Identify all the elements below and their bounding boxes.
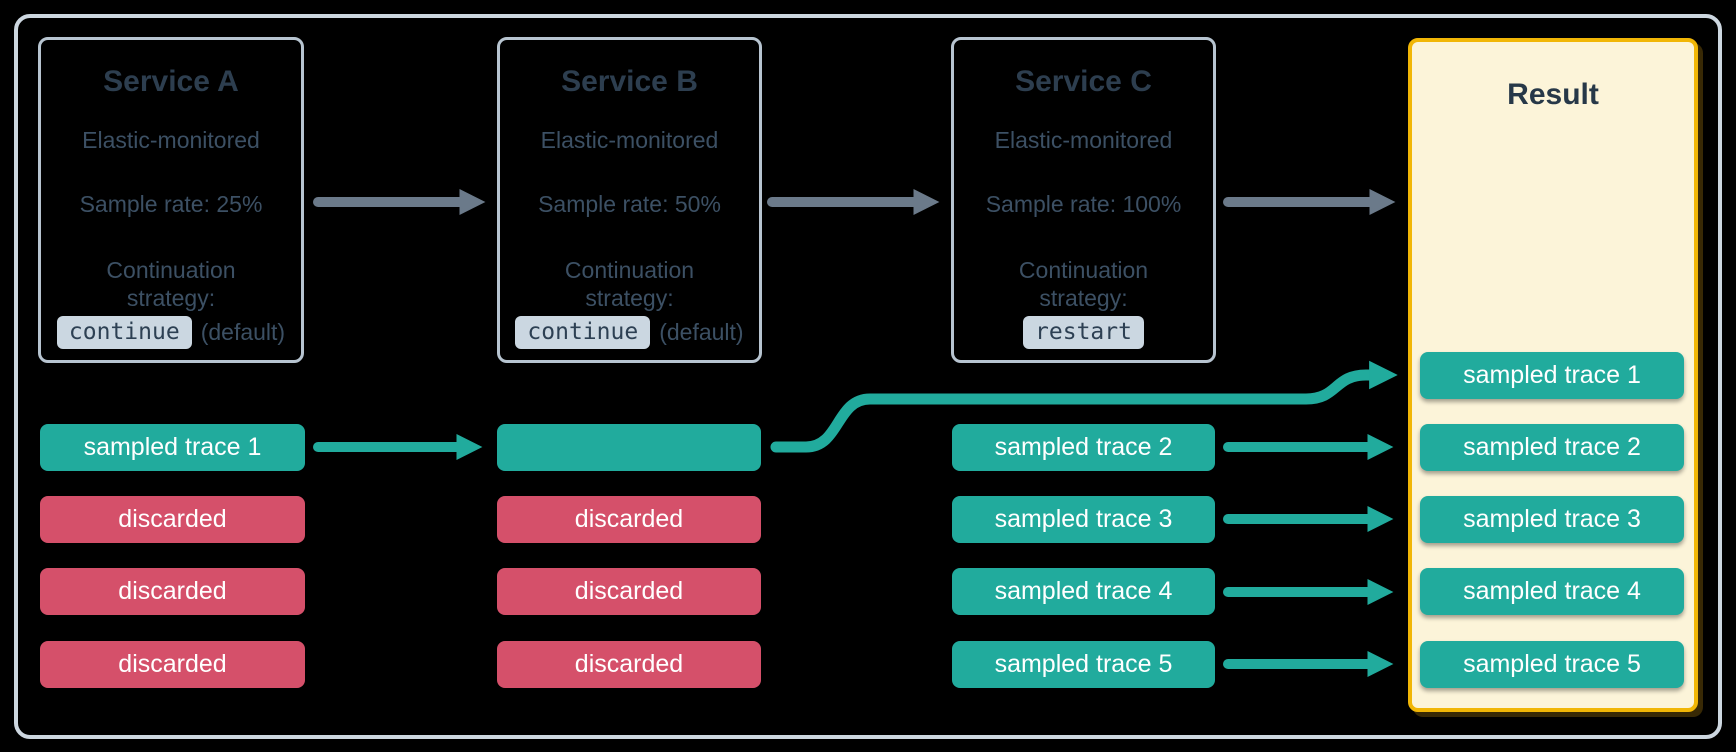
service-c-strategy-label: Continuation strategy: (1019, 256, 1148, 312)
trace-pill-c-sampled-3: sampled trace 3 (952, 496, 1215, 543)
trace-pill-c-sampled-4: sampled trace 4 (952, 568, 1215, 615)
trace-pill-a-discarded-2: discarded (40, 568, 305, 615)
result-pill-sampled-5: sampled trace 5 (1420, 641, 1684, 688)
strategy-label-line1: Continuation (1018, 257, 1149, 283)
result-pill-sampled-3: sampled trace 3 (1420, 496, 1684, 543)
strategy-label-line2: strategy: (1039, 285, 1128, 311)
service-b-strategy-suffix: (default) (659, 319, 744, 345)
service-a-strategy-suffix: (default) (200, 319, 286, 345)
trace-pill-b-discarded-3: discarded (497, 641, 761, 688)
result-pill-sampled-4: sampled trace 4 (1420, 568, 1684, 615)
service-a-title: Service A (103, 65, 239, 98)
result-title: Result (1507, 78, 1599, 111)
service-b-sample-rate: Sample rate: 50% (538, 191, 721, 217)
strategy-label-line1: Continuation (106, 257, 236, 283)
trace-pill-c-sampled-2: sampled trace 2 (952, 424, 1215, 471)
service-c-sample-rate: Sample rate: 100% (985, 191, 1182, 217)
trace-pill-b-sampled-unlabeled (497, 424, 761, 471)
result-pill-sampled-2: sampled trace 2 (1420, 424, 1684, 471)
trace-pill-a-discarded-1: discarded (40, 496, 305, 543)
service-a-subtitle: Elastic-monitored (82, 127, 260, 153)
trace-pill-b-discarded-2: discarded (497, 568, 761, 615)
strategy-label-line2: strategy: (585, 285, 674, 311)
trace-pill-a-sampled-1: sampled trace 1 (40, 424, 305, 471)
trace-pill-c-sampled-5: sampled trace 5 (952, 641, 1215, 688)
service-b-strategy-row: continue (default) (515, 316, 744, 349)
service-b-strategy-label: Continuation strategy: (565, 256, 694, 312)
service-c-subtitle: Elastic-monitored (994, 127, 1173, 153)
trace-pill-b-discarded-1: discarded (497, 496, 761, 543)
service-a-strategy-row: continue (default) (56, 316, 286, 349)
service-a-box: Service A Elastic-monitored Sample rate:… (38, 37, 304, 363)
service-c-strategy-row: restart (1023, 316, 1144, 349)
service-b-box: Service B Elastic-monitored Sample rate:… (497, 37, 762, 363)
service-c-box: Service C Elastic-monitored Sample rate:… (951, 37, 1216, 363)
trace-pill-a-discarded-3: discarded (40, 641, 305, 688)
service-c-title: Service C (1015, 65, 1152, 98)
service-c-strategy-badge: restart (1023, 316, 1144, 349)
strategy-label-line1: Continuation (564, 257, 695, 283)
service-b-subtitle: Elastic-monitored (540, 127, 719, 153)
result-pill-sampled-1: sampled trace 1 (1420, 352, 1684, 399)
strategy-label-line2: strategy: (126, 285, 216, 311)
service-a-strategy-label: Continuation strategy: (106, 256, 235, 312)
diagram-frame (14, 14, 1722, 739)
service-b-strategy-badge: continue (515, 316, 651, 349)
service-a-strategy-badge: continue (56, 316, 192, 349)
service-a-sample-rate: Sample rate: 25% (79, 191, 263, 217)
service-b-title: Service B (561, 65, 698, 98)
